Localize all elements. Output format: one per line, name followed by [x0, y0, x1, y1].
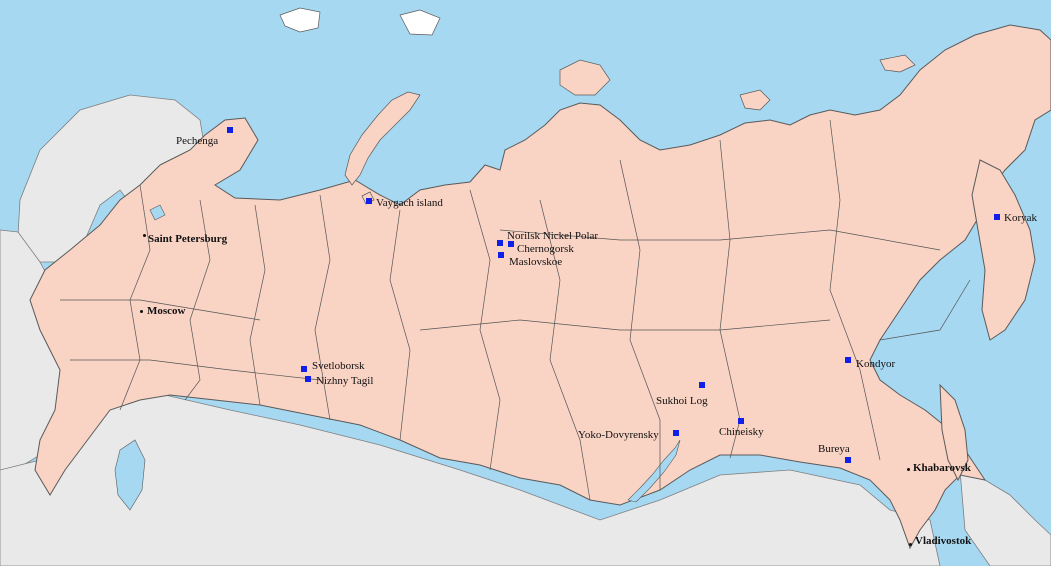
lake-ladoga	[149, 204, 166, 221]
deposit-label-nizhny-tagil: Nizhny Tagil	[316, 375, 374, 387]
caspian-sea	[114, 439, 146, 511]
deposit-marker-maslovskoe	[498, 252, 504, 258]
city-dot-saint-petersburg	[143, 234, 146, 237]
land-russia	[29, 24, 1051, 550]
region-borders	[60, 119, 971, 501]
deposit-marker-chernogorsk	[508, 241, 514, 247]
deposit-label-norilsk-nickel-polar: Norilsk Nickel Polar	[507, 230, 599, 242]
deposit-marker-pechenga	[227, 127, 233, 133]
deposit-marker-norilsk-nickel-polar	[497, 240, 503, 246]
deposit-label-yoko-dovyrensky: Yoko-Dovyrensky	[578, 429, 659, 441]
deposit-label-vaygach-island: Vaygach island	[376, 197, 443, 209]
island-svalbard	[279, 7, 321, 33]
deposit-marker-svetloborsk	[301, 366, 307, 372]
deposit-label-bureya: Bureya	[818, 443, 850, 455]
deposit-marker-sukhoi-log	[699, 382, 705, 388]
island-new-siberian	[739, 89, 771, 111]
deposit-label-svetloborsk: Svetloborsk	[312, 360, 365, 372]
deposit-label-chineisky: Chineisky	[719, 426, 764, 438]
land-far-east-other	[959, 469, 1051, 566]
deposit-marker-yoko-dovyrensky	[673, 430, 679, 436]
deposit-label-koryak: Koryak	[1004, 212, 1037, 224]
island-franz-josef	[399, 9, 441, 36]
island-wrangel	[879, 54, 916, 73]
city-label-saint-petersburg: Saint Petersburg	[148, 233, 228, 245]
city-label-khabarovsk: Khabarovsk	[913, 462, 971, 474]
deposit-label-chernogorsk: Chernogorsk	[517, 243, 574, 255]
deposit-label-sukhoi-log: Sukhoi Log	[656, 395, 708, 407]
city-label-moscow: Moscow	[147, 305, 186, 317]
deposit-marker-kondyor	[845, 357, 851, 363]
city-label-vladivostok: Vladivostok	[915, 535, 972, 547]
lake-baikal	[627, 439, 681, 503]
deposit-label-pechenga: Pechenga	[176, 135, 219, 147]
deposit-marker-vaygach-island	[366, 198, 372, 204]
city-dot-khabarovsk	[907, 468, 910, 471]
island-novaya-zemlya	[344, 91, 421, 186]
deposit-marker-koryak	[994, 214, 1000, 220]
land-kamchatka	[971, 159, 1036, 341]
land-sakhalin	[939, 383, 969, 482]
deposit-marker-bureya	[845, 457, 851, 463]
deposit-marker-chineisky	[738, 418, 744, 424]
land-central-asia	[0, 379, 941, 566]
deposit-label-maslovskoe: Maslovskoe	[509, 256, 563, 268]
deposit-label-kondyor: Kondyor	[856, 358, 896, 370]
city-dot-vladivostok	[909, 543, 912, 546]
city-dot-moscow	[140, 310, 143, 313]
island-severnaya-zemlya	[559, 59, 611, 96]
deposit-marker-nizhny-tagil	[305, 376, 311, 382]
